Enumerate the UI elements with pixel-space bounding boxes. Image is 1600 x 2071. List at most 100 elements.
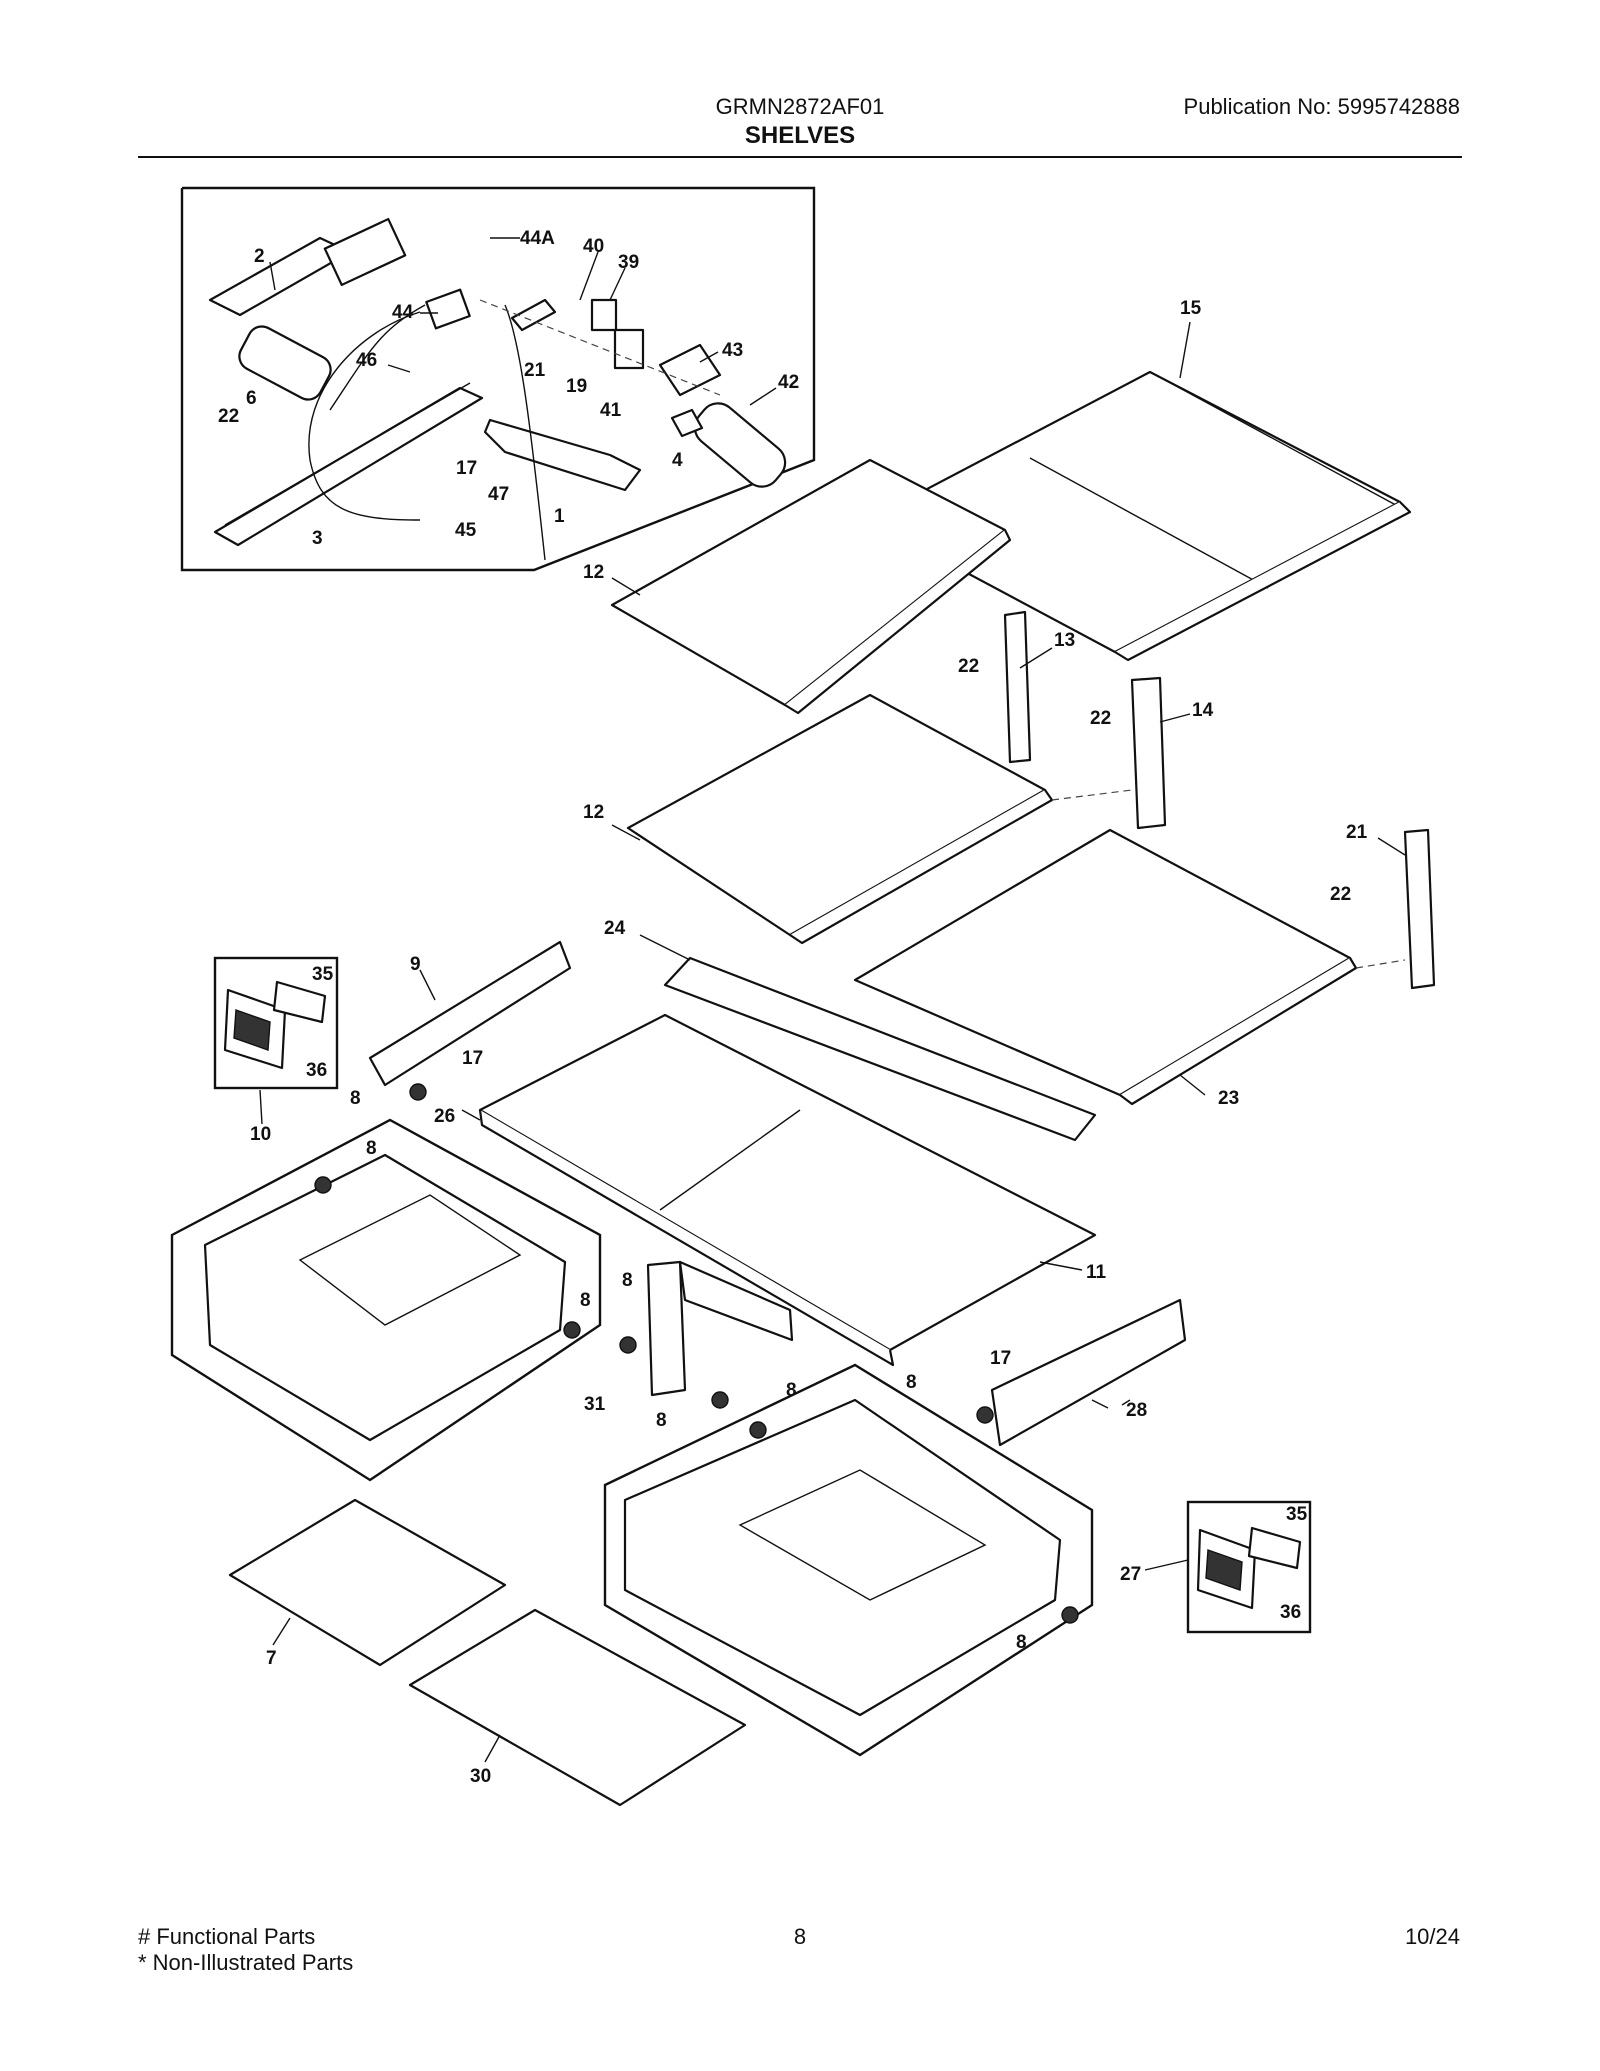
callout-8-bracket28: 8 (906, 1372, 917, 1393)
callout-36-left: 36 (306, 1060, 327, 1081)
callout-24: 24 (604, 918, 626, 939)
callout-17-left: 17 (462, 1048, 483, 1069)
callout-43: 43 (722, 340, 743, 361)
callout-28: 28 (1126, 1400, 1147, 1421)
part-12-shelf-top (610, 458, 1012, 715)
part-13-rail (1003, 610, 1032, 764)
callout-23: 23 (1218, 1088, 1239, 1109)
callout-12-upper: 12 (583, 562, 604, 583)
callout-10: 10 (250, 1124, 271, 1145)
part-14-rail (1130, 676, 1167, 830)
callout-9: 9 (410, 954, 421, 975)
page-title: SHELVES (744, 122, 856, 149)
callout-41: 41 (600, 400, 622, 421)
callout-8-pan10-top: 8 (366, 1138, 377, 1159)
leader-lines (259, 237, 1406, 1763)
callout-17-inset: 17 (456, 458, 477, 479)
callout-11: 11 (1086, 1262, 1107, 1283)
callout-22-rail14: 22 (1090, 708, 1111, 729)
shelf-rails (1003, 610, 1436, 990)
footer-non-illustrated-parts: * Non-Illustrated Parts (138, 1950, 354, 1975)
callout-44a: 44A (520, 228, 555, 249)
callout-8-pan27-side: 8 (1016, 1632, 1027, 1653)
callout-8-bracket9: 8 (350, 1088, 361, 1109)
callout-22-rail13: 22 (958, 656, 979, 677)
part-43 (658, 343, 722, 397)
header-divider (138, 156, 1462, 158)
callout-13: 13 (1054, 630, 1075, 651)
part-41 (613, 328, 645, 370)
part-12-shelf-lower (626, 693, 1054, 945)
part-21-rail (1403, 828, 1436, 990)
part-6-housing (238, 325, 332, 401)
humidity-control-inset-left (213, 956, 339, 1090)
crisper-cover-assembly (478, 956, 1097, 1367)
part-44-valve (425, 288, 471, 330)
callout-12-lower: 12 (583, 802, 604, 823)
callout-45: 45 (455, 520, 477, 541)
callout-30: 30 (470, 1766, 491, 1787)
callout-6: 6 (246, 388, 257, 409)
filter-assembly-inset (180, 186, 816, 572)
part-1-head (483, 418, 642, 492)
callout-3: 3 (312, 528, 323, 549)
callout-26: 26 (434, 1106, 455, 1127)
part-30-glass (408, 1608, 747, 1807)
page-number: 8 (793, 1924, 807, 1949)
callout-35-left: 35 (312, 964, 334, 985)
model-number: GRMN2872AF01 (715, 94, 885, 119)
part-42-cartridge (693, 402, 787, 488)
callout-8-pan10-side: 8 (580, 1290, 591, 1311)
callout-4: 4 (672, 450, 683, 471)
callout-17-right: 17 (990, 1348, 1011, 1369)
callout-14: 14 (1192, 700, 1214, 721)
callout-40: 40 (583, 236, 604, 257)
callout-22-inset: 22 (218, 406, 239, 427)
part-15-split-shelf (866, 370, 1412, 662)
callout-27: 27 (1120, 1564, 1141, 1585)
callout-36-right: 36 (1280, 1602, 1301, 1623)
callout-46: 46 (356, 350, 377, 371)
callout-7: 7 (266, 1648, 277, 1669)
callout-1: 1 (554, 506, 565, 527)
part-28-bracket (990, 1298, 1187, 1447)
callout-8-pan27-top: 8 (786, 1380, 797, 1401)
callout-15: 15 (1180, 298, 1202, 319)
callout-31: 31 (584, 1394, 606, 1415)
part-7-glass (228, 1498, 507, 1667)
part-31-divider (646, 1260, 794, 1397)
tube-45 (308, 311, 421, 521)
callout-21-upper: 21 (524, 360, 546, 381)
callout-22-rail21: 22 (1330, 884, 1351, 905)
callout-8-divider-top: 8 (622, 1270, 633, 1291)
grommets (314, 1083, 1079, 1624)
callout-35-right: 35 (1286, 1504, 1308, 1525)
footer-functional-parts: # Functional Parts (138, 1924, 316, 1949)
callout-21-rail: 21 (1346, 822, 1368, 843)
callout-19: 19 (566, 376, 587, 397)
part-40 (510, 298, 557, 332)
callout-2: 2 (254, 246, 265, 267)
part-23-shelf (853, 828, 1358, 1106)
callout-42: 42 (778, 372, 799, 393)
callout-39: 39 (618, 252, 639, 273)
callout-8-divider-bottom: 8 (656, 1410, 667, 1431)
publication-number: 5995742888 (1337, 94, 1460, 119)
callout-44: 44 (392, 302, 414, 323)
publication-info: Publication No: 5995742888 (1184, 94, 1460, 120)
publication-label: Publication No: (1183, 94, 1332, 119)
part-10-crisper-drawer (170, 1118, 602, 1482)
tube-46 (329, 304, 426, 411)
part-26-trim (478, 1109, 895, 1367)
part-39 (590, 298, 618, 332)
callout-47: 47 (488, 484, 509, 505)
humidity-control-inset-right (1186, 1500, 1312, 1634)
part-24-strip (663, 956, 1097, 1142)
tube-47 (504, 304, 546, 561)
part-27-crisper-drawer (603, 1363, 1094, 1757)
part-3-bracket (213, 386, 484, 547)
footer-date: 10/24 (1404, 1924, 1460, 1949)
part-4 (670, 408, 704, 438)
part-9-bracket (368, 940, 572, 1087)
